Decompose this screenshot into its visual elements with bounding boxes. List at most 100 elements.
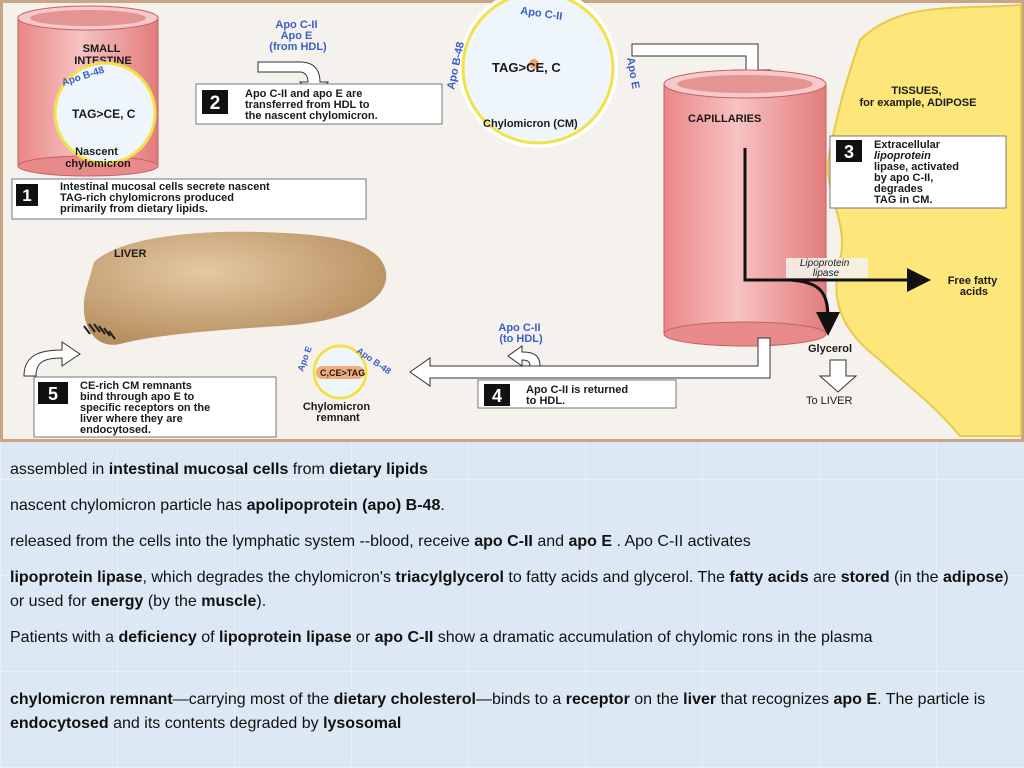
note-bold-term: stored [840, 569, 890, 586]
note-text: . [440, 497, 445, 514]
note-text: (in the [889, 569, 943, 586]
note-bold-term: apolipoprotein (apo) B-48 [246, 497, 441, 514]
nascent-chylomicron [53, 61, 157, 165]
note-text: and [532, 533, 569, 550]
chylomicron-cm [461, 0, 615, 145]
step-4-text: Apo C-II is returned to HDL. [526, 384, 631, 407]
figure-svg: SMALL INTESTINE Apo B-48 TAG>CE, C Nasce… [0, 0, 1024, 442]
note-paragraph: released from the cells into the lymphat… [10, 530, 1014, 554]
remnant-core [316, 366, 364, 379]
to-liver-label: To LIVER [806, 395, 853, 407]
step-2-text: Apo C-II and apo E are transferred from … [245, 88, 378, 122]
note-bold-term: intestinal mucosal cells [108, 461, 289, 478]
step-1-number: 1 [22, 186, 31, 205]
note-paragraph: chylomicron remnant—carrying most of the… [10, 688, 1014, 736]
note-bold-term: muscle [201, 593, 257, 610]
note-text: ) or used for [10, 569, 1009, 610]
note-text: and its contents degraded by [108, 715, 324, 732]
step-2-number: 2 [210, 93, 221, 114]
step-2-box: 2 Apo C-II and apo E are transferred fro… [195, 83, 443, 125]
note-bold-term: energy [90, 593, 144, 610]
chylomicron-metabolism-figure: SMALL INTESTINE Apo B-48 TAG>CE, C Nasce… [0, 0, 1024, 442]
glycerol-flow-arrow [789, 278, 840, 336]
capillary-to-remnant-arrow [409, 337, 771, 387]
lipase-label-bg [786, 258, 868, 278]
step-4-box: 4 Apo C-II is returned to HDL. [477, 379, 677, 409]
lipoprotein-lipase-label: Lipoprotein lipase [800, 258, 852, 279]
note-text: that recognizes [716, 691, 834, 708]
nascent-chylomicron-label: Nascent chylomicron [65, 146, 131, 170]
note-text: . The particle is [877, 691, 986, 708]
note-text: assembled in [10, 461, 109, 478]
step-1-text: Intestinal mucosal cells secrete nascent… [60, 181, 273, 215]
note-text: . Apo C-II activates [612, 533, 751, 550]
step-5-number: 5 [48, 384, 58, 404]
notes-panel: assembled in intestinal mucosal cells fr… [0, 442, 1024, 768]
note-text: , which degrades the chylomicron's [142, 569, 396, 586]
glycerol-label: Glycerol [808, 343, 852, 355]
tag-core-label-2: TAG>CE, C [492, 60, 561, 75]
tag-core-label-1: TAG>CE, C [72, 107, 136, 121]
glycerol-down-arrow [818, 359, 858, 393]
note-text: nascent chylomicron particle has [10, 497, 247, 514]
note-bold-term: lysosomal [323, 715, 402, 732]
note-bold-term: apo E [833, 691, 878, 708]
liver [83, 231, 387, 345]
note-bold-term: dietary lipids [329, 461, 428, 478]
remnant-core-label: C,CE>TAG [320, 368, 365, 378]
note-bold-term: fatty acids [729, 569, 809, 586]
step-1-box: 1 Intestinal mucosal cells secrete nasce… [11, 178, 367, 220]
chylomicron-cm-label: Chylomicron (CM) [483, 118, 578, 130]
step-3-box: 3 Extracellular lipoprotein lipase, acti… [829, 135, 1007, 209]
note-bold-term: liver [683, 691, 717, 708]
step-3-number: 3 [844, 142, 854, 162]
apo-cii-return-arrow [507, 345, 541, 367]
remnant-to-liver-arrow [23, 341, 81, 377]
chylomicron-remnant-label: Chylomicron remnant [303, 401, 373, 424]
step-5-text: CE-rich CM remnants bind through apo E t… [80, 380, 213, 436]
note-text: (by the [143, 593, 202, 610]
note-bold-term: lipoprotein lipase [10, 569, 143, 586]
note-text: Patients with a [10, 629, 119, 646]
note-text: to fatty acids and glycerol. The [503, 569, 730, 586]
note-text: show a dramatic accumulation of chylomic… [433, 629, 873, 646]
tissues-label: TISSUES, for example, ADIPOSE [860, 85, 977, 109]
note-text: on the [629, 691, 684, 708]
note-bold-term: chylomicron remnant [10, 691, 173, 708]
note-text: —carrying most of the [172, 691, 334, 708]
note-bold-term: lipoprotein lipase [219, 629, 352, 646]
note-text: of [196, 629, 219, 646]
note-paragraph: assembled in intestinal mucosal cells fr… [10, 458, 1014, 482]
note-bold-term: dietary cholesterol [333, 691, 476, 708]
cm-core-dot [529, 59, 539, 69]
note-bold-term: apo C-II [374, 629, 434, 646]
note-text: or [351, 629, 375, 646]
note-text: ). [256, 593, 267, 610]
note-bold-term: endocytosed [10, 715, 109, 732]
note-bold-term: adipose [942, 569, 1004, 586]
note-paragraph: Patients with a deficiency of lipoprotei… [10, 626, 1014, 650]
step-5-box: 5 CE-rich CM remnants bind through apo E… [33, 376, 277, 438]
note-bold-term: receptor [565, 691, 630, 708]
cm-apo-e-label: Apo E [624, 56, 641, 89]
apo-from-hdl-label: Apo C-II Apo E (from HDL) [269, 19, 327, 53]
note-text: from [288, 461, 330, 478]
cm-apo-cii-label: Apo C-II [520, 5, 563, 23]
note-bold-term: apo E [568, 533, 613, 550]
liver-label: LIVER [114, 248, 146, 260]
apo-cii-to-hdl-label: Apo C-II (to HDL) [498, 322, 543, 345]
liver-receptors [83, 323, 116, 340]
note-paragraph: lipoprotein lipase, which degrades the c… [10, 566, 1014, 614]
fatty-acid-flow-arrow [743, 148, 931, 292]
note-bold-term: deficiency [118, 629, 197, 646]
step-4-number: 4 [492, 386, 502, 406]
step-3-text: Extracellular lipoprotein lipase, activa… [874, 139, 962, 206]
capillaries-label: CAPILLARIES [688, 113, 761, 125]
note-text: —binds to a [475, 691, 566, 708]
note-text: released from the cells into the lymphat… [10, 533, 475, 550]
note-bold-term: apo C-II [474, 533, 533, 550]
note-bold-term: triacylglycerol [395, 569, 504, 586]
note-text: are [808, 569, 841, 586]
free-fatty-acids-label: Free fatty acids [948, 275, 1001, 298]
note-paragraph: nascent chylomicron particle has apolipo… [10, 494, 1014, 518]
